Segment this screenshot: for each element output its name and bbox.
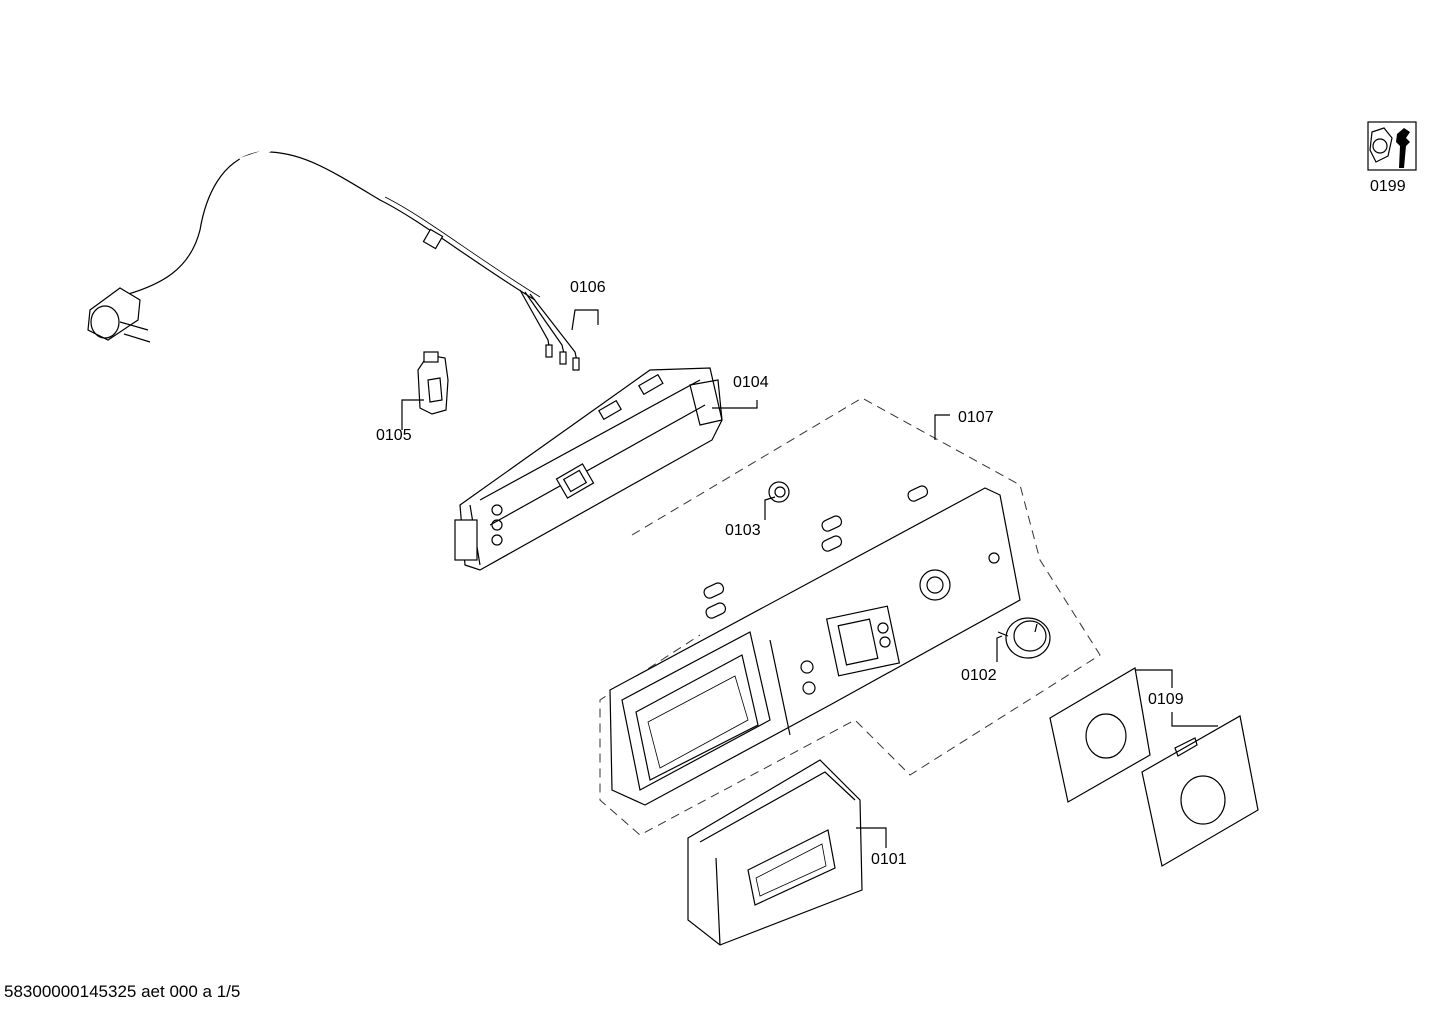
label-0102: 0102 bbox=[961, 667, 997, 684]
wrench-nut-icon bbox=[1367, 121, 1417, 171]
drawing-reference: 58300000145325 aet 000 a 1/5 bbox=[4, 982, 241, 1001]
label-0105: 0105 bbox=[376, 427, 412, 444]
label-0101: 0101 bbox=[871, 851, 907, 868]
label-0104: 0104 bbox=[733, 374, 769, 391]
assembly-outline bbox=[599, 397, 1101, 836]
push-buttons bbox=[703, 485, 929, 619]
dispenser-handle bbox=[687, 759, 863, 946]
interference-suppressor bbox=[417, 351, 449, 415]
label-0109: 0109 bbox=[1148, 691, 1184, 708]
power-cable bbox=[87, 148, 580, 371]
label-0106: 0106 bbox=[570, 279, 606, 296]
label-0199: 0199 bbox=[1370, 178, 1406, 195]
control-module bbox=[454, 367, 723, 571]
control-panel-fascia bbox=[609, 487, 1021, 806]
leader-lines bbox=[401, 309, 1218, 848]
label-0103: 0103 bbox=[725, 522, 761, 539]
indicator-lamp bbox=[768, 481, 790, 503]
label-0107: 0107 bbox=[958, 409, 994, 426]
rotary-knob bbox=[997, 617, 1051, 659]
decor-panels bbox=[1049, 667, 1259, 867]
